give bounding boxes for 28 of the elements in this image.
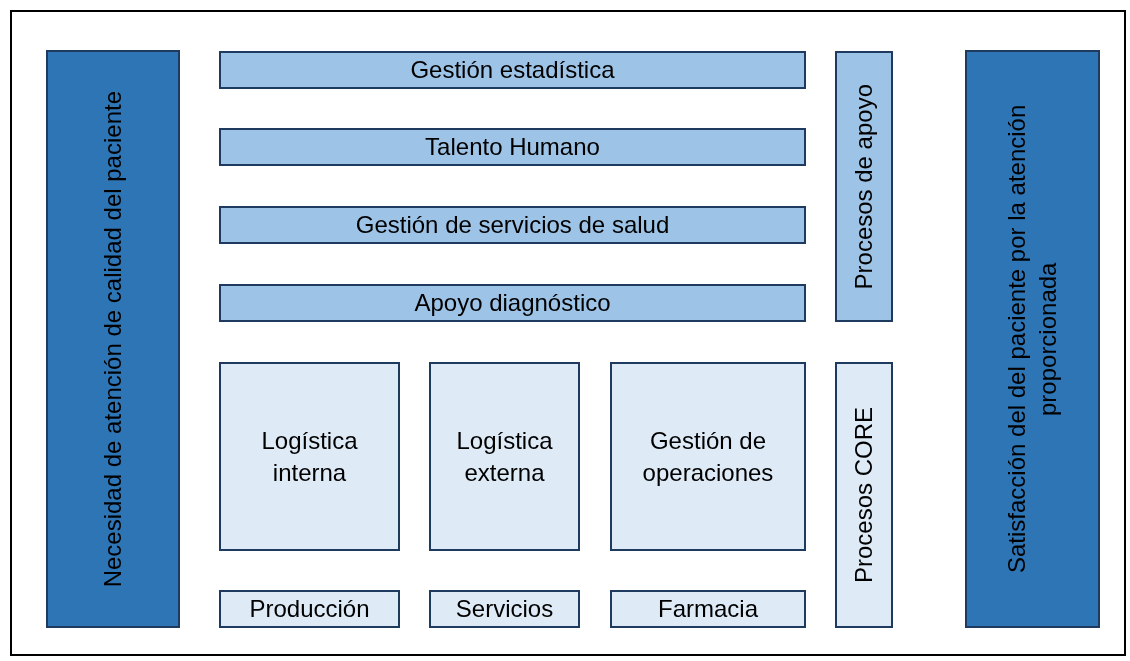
outcome-panel	[965, 50, 1100, 628]
node-text: Procesos de apoyo	[849, 83, 879, 290]
node-text: Logística externa	[455, 426, 554, 488]
node-text: Talento Humano	[424, 132, 601, 163]
process-box	[219, 590, 400, 628]
process-box	[219, 362, 400, 551]
node-text: Gestión estadística	[409, 55, 616, 86]
node-text: Servicios	[454, 594, 555, 625]
node-text: Logística interna	[260, 426, 359, 488]
process-band	[219, 206, 806, 244]
process-box	[610, 362, 806, 551]
node-text: Apoyo diagnóstico	[413, 288, 612, 319]
process-box	[429, 362, 580, 551]
process-band	[219, 128, 806, 166]
node-text: Satisfacción del del paciente por la atención proporcionada	[1002, 103, 1063, 576]
process-box	[429, 590, 580, 628]
node-text: Gestión de operaciones	[641, 426, 775, 488]
node-text: Procesos CORE	[849, 406, 879, 584]
node-text: Farmacia	[657, 594, 759, 625]
node-text: Producción	[248, 594, 371, 625]
group-label-box	[835, 51, 893, 322]
group-label-box	[835, 362, 893, 628]
node-text: Gestión de servicios de salud	[354, 210, 671, 241]
node-text: Necesidad de atención de calidad del paciente	[98, 90, 128, 588]
process-band	[219, 284, 806, 322]
process-band	[219, 51, 806, 89]
process-box	[610, 590, 806, 628]
need-panel	[46, 50, 180, 628]
